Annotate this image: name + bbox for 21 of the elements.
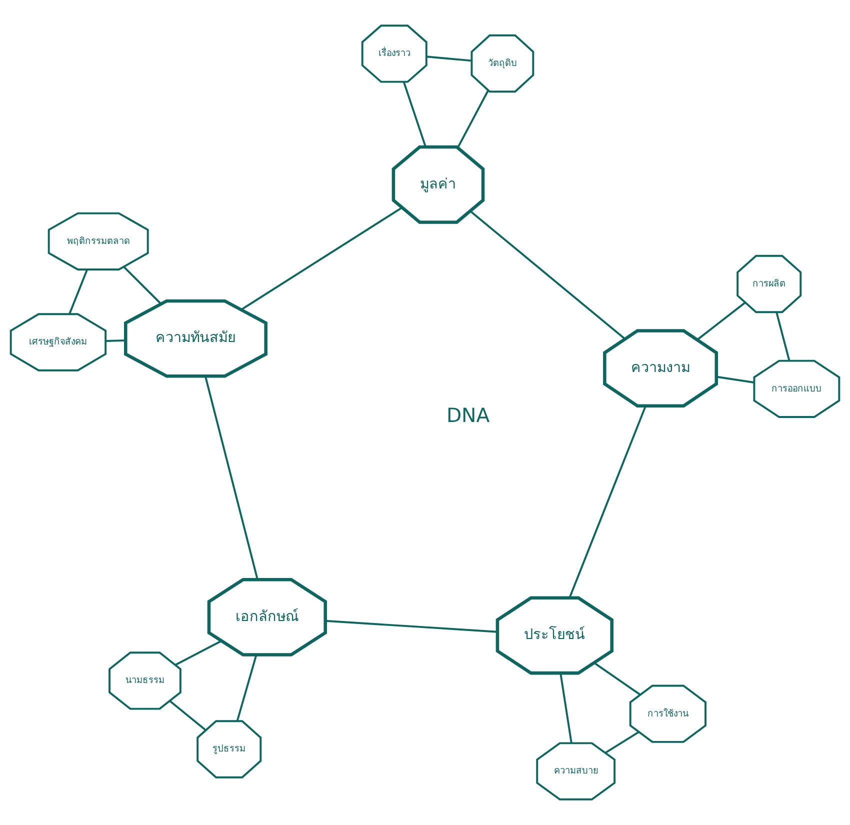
connector <box>175 640 222 666</box>
label: DNA <box>446 404 490 428</box>
connector <box>325 620 498 633</box>
connector <box>169 700 206 731</box>
connector <box>776 312 790 362</box>
connector <box>456 90 490 148</box>
connector <box>106 339 126 342</box>
connector <box>604 731 640 754</box>
connector <box>402 82 427 148</box>
connector <box>68 269 88 314</box>
connector <box>426 56 472 62</box>
connector <box>696 302 746 340</box>
connector <box>240 206 402 311</box>
connector <box>560 672 572 744</box>
connector <box>716 376 754 384</box>
connector <box>236 654 258 722</box>
connector <box>594 662 641 696</box>
connector <box>123 266 162 304</box>
connector <box>568 406 646 598</box>
connector <box>204 376 258 580</box>
connector <box>470 210 626 340</box>
